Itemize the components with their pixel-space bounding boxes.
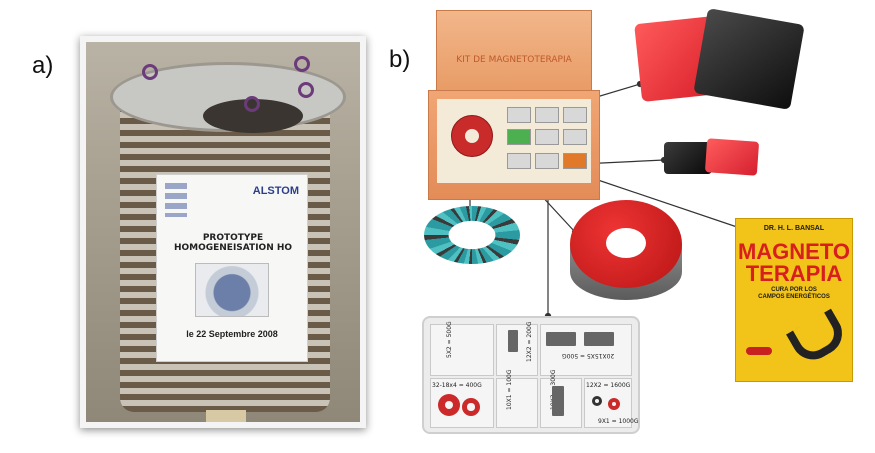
poster-brand: ALSTOM: [252, 185, 299, 197]
small-magnet: [552, 386, 564, 416]
magnet-sample-case: 5X2 = 500G 12X2 = 200G 20X15X5 = 500G 32…: [422, 316, 640, 434]
horseshoe-magnet-icon: [785, 308, 851, 368]
ring-magnet-hole: [606, 228, 646, 258]
kit-tray: [428, 90, 600, 200]
case-label: 12X2 = 1600G: [586, 382, 631, 389]
kit-lid: KIT DE MAGNETOTERAPIA: [436, 10, 592, 92]
kit-cell: [563, 153, 587, 169]
book-subtitle-line1: CURA POR LOS: [771, 287, 817, 293]
book-title-line1: MAGNETO: [737, 239, 851, 264]
poster-title: PROTOTYPE HOMOGENEISATION HO: [173, 233, 293, 253]
case-cell: [496, 378, 538, 428]
poster-magnet-image: [195, 263, 269, 317]
small-magnet: [546, 332, 576, 346]
eye-bolt: [294, 56, 310, 72]
black-magnetic-pad: [693, 8, 805, 110]
eye-bolt: [298, 82, 314, 98]
poster-date: le 22 Septembre 2008: [186, 329, 278, 339]
small-black-pad: [664, 142, 712, 174]
book-author: DR. H. L. BANSAL: [763, 225, 825, 232]
book-subtitle: CURA POR LOS CAMPOS ENERGÉTICOS: [736, 287, 852, 301]
small-ring-magnet: [438, 394, 460, 416]
case-label: 10X1 = 100G: [506, 369, 513, 410]
small-magnet: [584, 332, 614, 346]
case-label: 12X2 = 200G: [526, 321, 533, 362]
eye-bolt: [244, 96, 260, 112]
poster: ALSTOM PROTOTYPE HOMOGENEISATION HO le 2…: [156, 174, 308, 362]
kit-cell: [563, 129, 587, 145]
magnetoterapia-book: DR. H. L. BANSAL MAGNETO TERAPIA CURA PO…: [735, 218, 853, 382]
panel-label-b: b): [389, 46, 411, 73]
case-label: 9X1 = 1000G: [598, 418, 639, 425]
poster-logos: [165, 183, 187, 217]
kit-cell: [535, 153, 559, 169]
kit-cell: [507, 107, 531, 123]
leader-line-book: [591, 177, 741, 229]
small-disc-magnet: [592, 396, 602, 406]
case-cell: [430, 324, 494, 376]
kit-cell: [507, 129, 531, 145]
book-subtitle-line2: CAMPOS ENERGÉTICOS: [758, 294, 830, 300]
small-red-pad: [704, 138, 760, 176]
case-label: 32-18x4 = 400G: [432, 382, 482, 389]
kit-cell: [507, 153, 531, 169]
kit-cell: [563, 107, 587, 123]
book-title-line2: TERAPIA: [745, 261, 843, 286]
small-magnet: [508, 330, 518, 352]
ring-magnet: [570, 200, 682, 300]
kit-compartment: [437, 99, 591, 183]
case-label: 5X2 = 500G: [446, 321, 453, 358]
eye-bolt: [142, 64, 158, 80]
edition-badge: [746, 347, 772, 355]
wooden-base-block: [206, 410, 246, 422]
kit-cell: [535, 107, 559, 123]
magnet-therapy-kit-box: KIT DE MAGNETOTERAPIA: [428, 10, 600, 200]
small-disc-magnet: [608, 398, 620, 410]
small-ring-magnet: [462, 398, 480, 416]
kit-cell: [535, 129, 559, 145]
magnet-prototype-photo: ALSTOM PROTOTYPE HOMOGENEISATION HO le 2…: [80, 36, 366, 428]
kit-lid-text: KIT DE MAGNETOTERAPIA: [456, 55, 572, 65]
panel-label-a: a): [32, 52, 54, 79]
kit-ring-magnet: [451, 115, 493, 157]
case-label: 20X15X5 = 500G: [562, 352, 615, 359]
photo-background: ALSTOM PROTOTYPE HOMOGENEISATION HO le 2…: [86, 42, 360, 422]
magnetic-bracelet: [424, 206, 520, 264]
